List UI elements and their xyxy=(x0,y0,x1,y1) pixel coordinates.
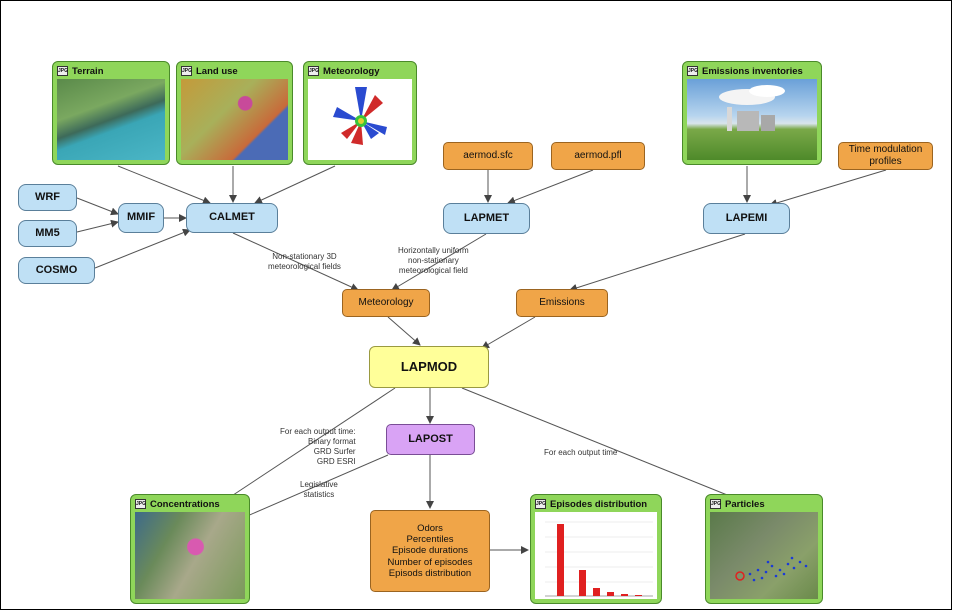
particles-title: Particles xyxy=(725,498,765,510)
jpg-tag-icon: JPG xyxy=(687,66,699,76)
jpg-tag-icon: JPG xyxy=(135,499,147,509)
jpg-tag-icon: JPG xyxy=(535,499,547,509)
jpg-tag-icon: JPG xyxy=(710,499,722,509)
emissions-node: Emissions xyxy=(516,289,608,317)
mmif-node: MMIF xyxy=(118,203,164,233)
meteorology-node: Meteorology xyxy=(342,289,430,317)
output-episode-durations: Episode durations xyxy=(391,545,469,557)
mm5-node: MM5 xyxy=(18,220,77,247)
wrf-node: WRF xyxy=(18,184,77,211)
edge-terrain-calmet xyxy=(117,165,211,205)
jpg-tag-icon: JPG xyxy=(57,66,69,76)
lapmod-node: LAPMOD xyxy=(369,346,489,388)
cosmo-node: COSMO xyxy=(18,257,95,284)
edge-lapemi-emissions xyxy=(569,233,746,292)
outputs-node: Odors Percentiles Episode durations Numb… xyxy=(370,510,490,592)
land-use-title: Land use xyxy=(196,65,238,77)
concentrations-map-image xyxy=(135,512,245,599)
edge-lapost-concentrations xyxy=(237,454,389,521)
episodes-histogram-image xyxy=(535,512,657,599)
output-episods-distribution: Episods distribution xyxy=(388,568,472,580)
episodes-distribution-title: Episodes distribution xyxy=(550,498,648,510)
time-modulation-node: Time modulation profiles xyxy=(838,142,933,170)
lapost-node: LAPOST xyxy=(386,424,475,455)
edge-lapmod-particles xyxy=(461,387,753,507)
edge-cosmo-calmet xyxy=(94,228,191,269)
each-output-time-label: For each output time xyxy=(544,448,618,457)
lapemi-node: LAPEMI xyxy=(703,203,790,234)
terrain-map-image xyxy=(57,79,165,160)
output-number-of-episodes: Number of episodes xyxy=(387,556,473,568)
emissions-inventories-title: Emissions inventories xyxy=(702,65,803,77)
edge-wrf-mmif xyxy=(76,197,119,216)
output-formats-label: For each output time:Binary format GRD S… xyxy=(280,427,356,466)
lapmet-node: LAPMET xyxy=(443,203,530,234)
meteorology-card-title: Meteorology xyxy=(323,65,380,77)
edge-meteorology-lapmod xyxy=(387,316,421,346)
jpg-tag-icon: JPG xyxy=(308,66,320,76)
edge-emissions-lapmod xyxy=(481,316,536,349)
particles-map-image xyxy=(710,512,818,599)
edge-mm5-mmif xyxy=(76,219,119,233)
concentrations-title: Concentrations xyxy=(150,498,220,510)
edge-time-lapemi xyxy=(769,169,887,207)
edge-lapmod-concentrations xyxy=(217,387,396,506)
edge-calmet-meteorology xyxy=(232,232,359,291)
output-odors: Odors xyxy=(417,522,443,534)
terrain-title: Terrain xyxy=(72,65,104,77)
aermod-sfc-node: aermod.sfc xyxy=(443,142,533,170)
power-plant-image xyxy=(687,79,817,160)
output-percentiles: Percentiles xyxy=(406,533,454,545)
land-use-map-image xyxy=(181,79,288,160)
jpg-tag-icon: JPG xyxy=(181,66,193,76)
aermod-pfl-node: aermod.pfl xyxy=(551,142,645,170)
wind-rose-image xyxy=(308,79,412,160)
edge-lapmet-meteorology xyxy=(391,233,487,291)
edge-pfl-lapmet xyxy=(507,169,594,205)
calmet-node: CALMET xyxy=(186,203,278,233)
edge-meteo-calmet xyxy=(254,165,336,204)
